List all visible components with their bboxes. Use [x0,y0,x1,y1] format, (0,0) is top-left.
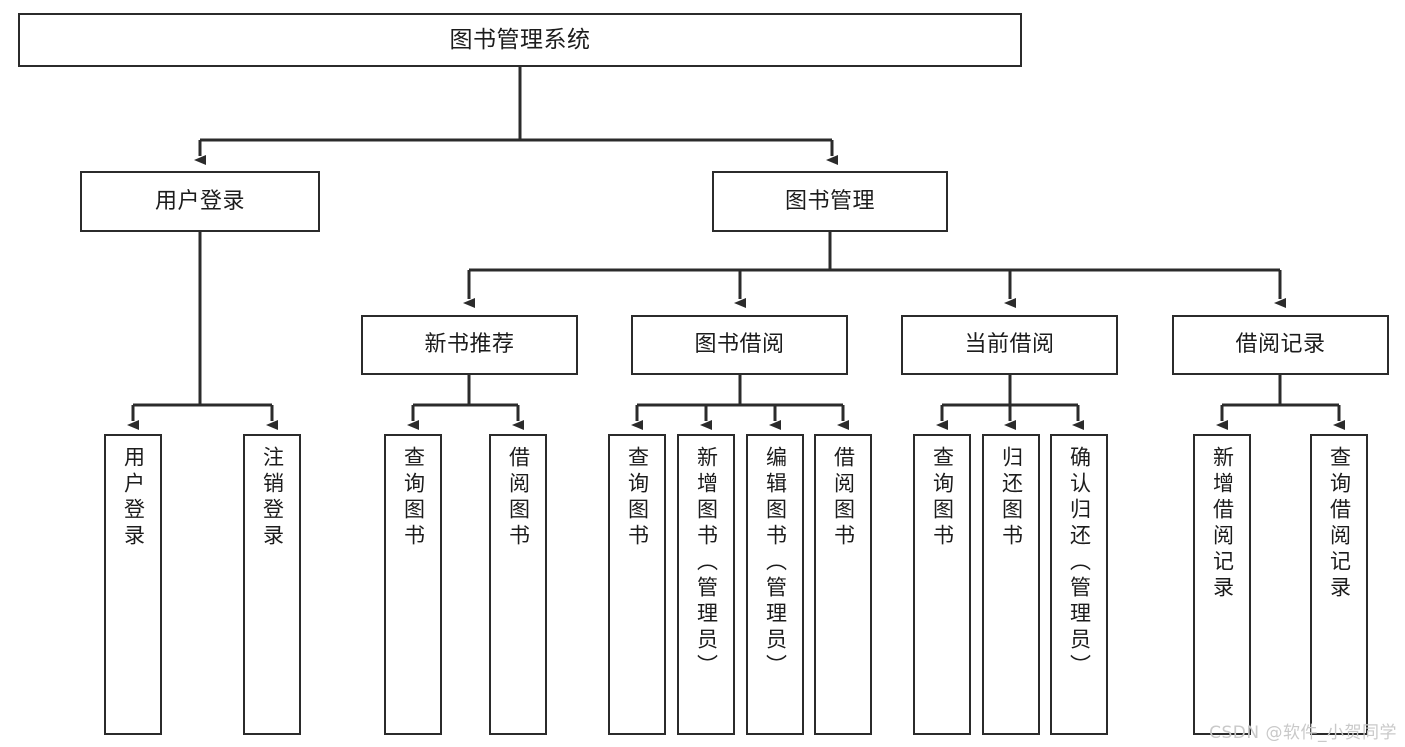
leaf-query-record-label: 查询借阅记录 [1327,446,1352,602]
leaf-add-record-label: 新增借阅记录 [1210,446,1235,602]
leaf-query-book-1[interactable]: 查询图书 [384,434,442,735]
node-new-book-recommend-label: 新书推荐 [424,332,515,358]
leaf-user-login[interactable]: 用户登录 [104,434,162,735]
node-book-borrow-label: 图书借阅 [694,332,785,358]
leaf-borrow-book-2[interactable]: 借阅图书 [814,434,872,735]
node-root[interactable]: 图书管理系统 [18,13,1022,67]
leaf-confirm-return[interactable]: 确认归还（管理员） [1050,434,1108,735]
leaf-query-book-2-label: 查询图书 [625,446,650,550]
node-user-login-label: 用户登录 [154,188,245,214]
leaf-add-book-label: 新增图书（管理员） [694,446,719,680]
leaf-logout[interactable]: 注销登录 [243,434,301,735]
leaf-logout-label: 注销登录 [260,446,285,550]
leaf-add-book[interactable]: 新增图书（管理员） [677,434,735,735]
leaf-borrow-book-1-label: 借阅图书 [506,446,531,550]
leaf-borrow-book-2-label: 借阅图书 [831,446,856,550]
watermark: CSDN @软件_小贺同学 [1209,723,1397,743]
leaf-add-record[interactable]: 新增借阅记录 [1193,434,1251,735]
node-current-borrow-label: 当前借阅 [964,332,1055,358]
leaf-edit-book-label: 编辑图书（管理员） [763,446,788,680]
leaf-confirm-return-label: 确认归还（管理员） [1067,446,1092,680]
node-user-login[interactable]: 用户登录 [80,171,320,232]
node-borrow-record-label: 借阅记录 [1235,332,1326,358]
leaf-query-book-1-label: 查询图书 [401,446,426,550]
leaf-return-book-label: 归还图书 [999,446,1024,550]
leaf-query-record[interactable]: 查询借阅记录 [1310,434,1368,735]
leaf-user-login-label: 用户登录 [121,446,146,550]
leaf-query-book-3[interactable]: 查询图书 [913,434,971,735]
leaf-borrow-book-1[interactable]: 借阅图书 [489,434,547,735]
node-book-management-label: 图书管理 [784,188,875,214]
leaf-edit-book[interactable]: 编辑图书（管理员） [746,434,804,735]
node-new-book-recommend[interactable]: 新书推荐 [361,315,578,375]
leaf-query-book-3-label: 查询图书 [930,446,955,550]
node-borrow-record[interactable]: 借阅记录 [1172,315,1389,375]
leaf-query-book-2[interactable]: 查询图书 [608,434,666,735]
node-book-borrow[interactable]: 图书借阅 [631,315,848,375]
node-current-borrow[interactable]: 当前借阅 [901,315,1118,375]
leaf-return-book[interactable]: 归还图书 [982,434,1040,735]
node-root-label: 图书管理系统 [449,26,591,53]
node-book-management[interactable]: 图书管理 [712,171,948,232]
